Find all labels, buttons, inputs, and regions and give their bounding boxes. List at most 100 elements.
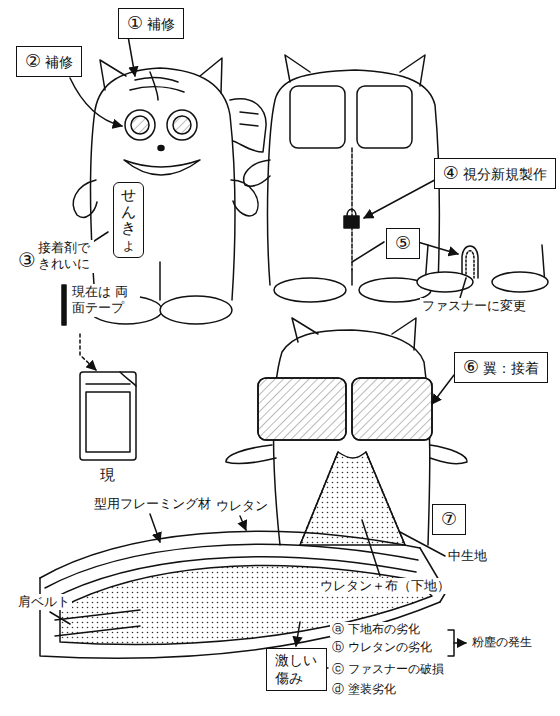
note-label: ウレタン	[214, 498, 270, 514]
open-back-figure	[258, 378, 346, 440]
note-label: ⓓ 塗装劣化	[330, 682, 398, 697]
leader-line	[62, 36, 135, 370]
back-figure	[347, 209, 356, 216]
front-figure	[200, 58, 222, 93]
open-back-figure	[352, 378, 432, 440]
badge-sketch	[86, 392, 130, 452]
note-label: ⓑ ウレタンの劣化	[330, 640, 434, 655]
front-figure	[167, 110, 197, 140]
node-text: せんきょ	[121, 187, 136, 253]
leader-line	[448, 630, 454, 656]
leader-line	[296, 622, 300, 646]
back-figure	[290, 86, 345, 148]
front-figure	[90, 68, 234, 300]
leader-line	[150, 514, 160, 542]
callout-number: ④	[443, 162, 459, 185]
name-plate: せんきょ	[113, 182, 144, 258]
front-figure	[173, 116, 191, 134]
note-label: 肩ベルト	[16, 594, 72, 610]
front-figure	[150, 72, 158, 100]
leader-line	[454, 642, 466, 644]
front-figure	[158, 146, 164, 151]
back-figure	[344, 216, 359, 228]
front-figure	[125, 110, 155, 140]
front-figure	[131, 116, 149, 134]
callout-box: ①補修	[118, 8, 184, 39]
back-figure	[244, 55, 461, 302]
front-figure	[159, 262, 161, 300]
back-figure	[400, 55, 425, 86]
open-back-figure	[226, 445, 276, 464]
callout-number: ①	[127, 12, 143, 35]
leader-line	[128, 36, 135, 76]
open-back-figure	[300, 452, 405, 545]
leader-line	[364, 175, 444, 218]
leader-line	[80, 334, 96, 370]
node-text: 補修	[147, 16, 175, 34]
node-text: 翼：接着	[483, 360, 539, 378]
cross-section	[40, 531, 446, 658]
leg-detail	[417, 245, 548, 292]
callout-number: ⑥	[463, 356, 479, 379]
badge-sketch	[86, 383, 130, 385]
badge-sketch	[80, 372, 136, 460]
leader-line	[362, 520, 380, 576]
node-text: 激しい傷み	[275, 652, 318, 687]
back-figure	[244, 160, 270, 186]
leader-line	[352, 175, 466, 298]
leader-line	[62, 285, 66, 325]
callout-number: ②	[25, 50, 41, 73]
callout-box: ②補修	[16, 46, 82, 77]
note-label: 現在は 両面テープ	[70, 284, 140, 317]
leg-detail	[466, 251, 474, 278]
back-figure	[268, 70, 440, 285]
open-back-figure	[292, 318, 318, 342]
note-label: 粉塵の発生	[470, 635, 534, 650]
note-label: ファスナーに変更	[420, 298, 528, 314]
note-label: ⓐ 下地布の劣化	[330, 622, 422, 637]
open-back-figure	[392, 318, 416, 350]
leader-line	[70, 78, 122, 126]
leader-line	[460, 278, 466, 298]
leader-line	[432, 375, 454, 404]
leader-line	[50, 612, 70, 624]
callout-number: ③	[16, 248, 38, 273]
open-back-figure	[300, 452, 405, 545]
leader-line	[352, 242, 384, 262]
front-figure	[135, 78, 178, 82]
front-figure	[240, 112, 258, 126]
back-figure	[357, 86, 412, 148]
note-label: 型用フレーミング材	[92, 496, 213, 512]
note-label: ウレタン＋布（下地）	[318, 578, 452, 594]
front-figure	[73, 180, 97, 217]
open-back-figure	[258, 378, 346, 440]
callout-box: ⑥翼：接着	[454, 352, 548, 383]
badge-sketch	[120, 372, 136, 386]
damage-box: 激しい傷み	[266, 648, 327, 691]
callout-box: ⑤	[386, 228, 420, 259]
note-label: 中生地	[446, 548, 489, 564]
open-back-figure	[430, 445, 467, 464]
cross-section	[40, 531, 420, 578]
note-label: ⓒ ファスナーの破損	[330, 662, 446, 677]
back-figure	[351, 270, 353, 285]
front-figure	[160, 296, 232, 324]
back-figure	[285, 55, 310, 82]
callout-number: 現	[98, 466, 117, 485]
callout-box: ④視分新規製作	[434, 158, 556, 189]
front-figure	[100, 60, 126, 90]
callout-number: ⑦	[441, 508, 457, 531]
callout-number: ⑤	[395, 232, 411, 255]
open-back-figure	[352, 378, 432, 440]
leader-line	[240, 516, 246, 530]
front-figure	[230, 99, 266, 152]
leg-detail	[492, 272, 548, 292]
leader-line	[50, 514, 466, 668]
node-text: 視分新規製作	[463, 166, 547, 184]
callout-box: ⑦	[432, 504, 466, 535]
back-figure	[274, 278, 346, 302]
badge-sketch	[80, 372, 136, 460]
note-label: 接着剤で きれいに	[36, 240, 94, 273]
